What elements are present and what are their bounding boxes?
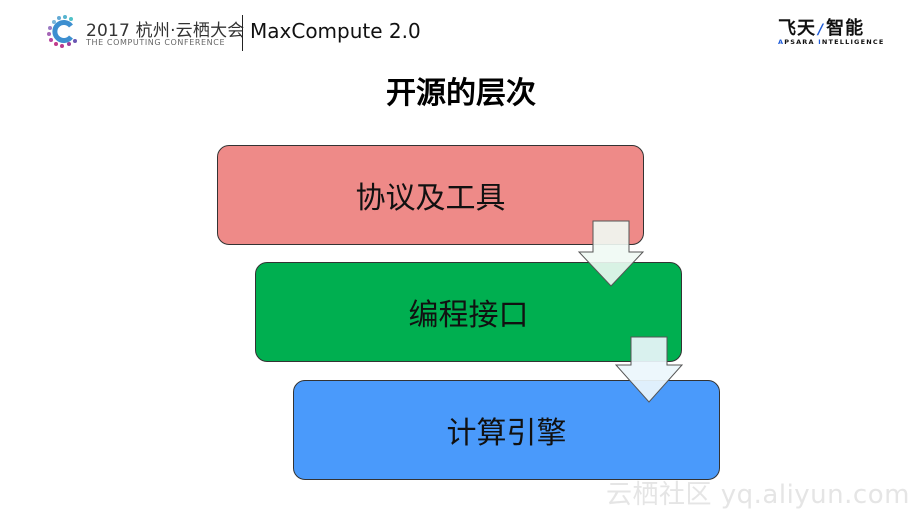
- brand-logo-en: APSARA INTELLIGENCE: [778, 38, 885, 46]
- layer-label: 协议及工具: [355, 181, 506, 216]
- brand-en-apsara: PSARA: [784, 38, 819, 46]
- layer-label: 编程接口: [408, 298, 529, 333]
- down-arrow-icon: [577, 220, 645, 287]
- layer-label: 计算引擎: [446, 416, 567, 451]
- conference-title: 2017 杭州·云栖大会: [86, 21, 245, 41]
- conference-logo-icon: [47, 15, 77, 48]
- brand-en-a: A: [778, 38, 785, 46]
- brand-en-i: I: [818, 38, 822, 46]
- product-name: MaxCompute 2.0: [250, 19, 421, 43]
- brand-cn-left: 飞天: [778, 18, 816, 39]
- layer-compute-engine: 计算引擎: [293, 380, 720, 480]
- layer-protocols-tools: 协议及工具: [217, 145, 644, 245]
- slide-title: 开源的层次: [386, 76, 536, 111]
- down-arrow-icon: [614, 336, 684, 403]
- brand-en-intelligence: NTELLIGENCE: [821, 38, 885, 46]
- brand-cn-right: 智能: [826, 18, 865, 39]
- header-divider: [242, 15, 243, 51]
- brand-logo-cn: 飞天/智能: [778, 14, 864, 40]
- conference-subtitle: THE COMPUTING CONFERENCE: [86, 38, 226, 47]
- watermark: 云栖社区 yq.aliyun.com: [606, 480, 910, 510]
- brand-slash-icon: /: [818, 22, 825, 38]
